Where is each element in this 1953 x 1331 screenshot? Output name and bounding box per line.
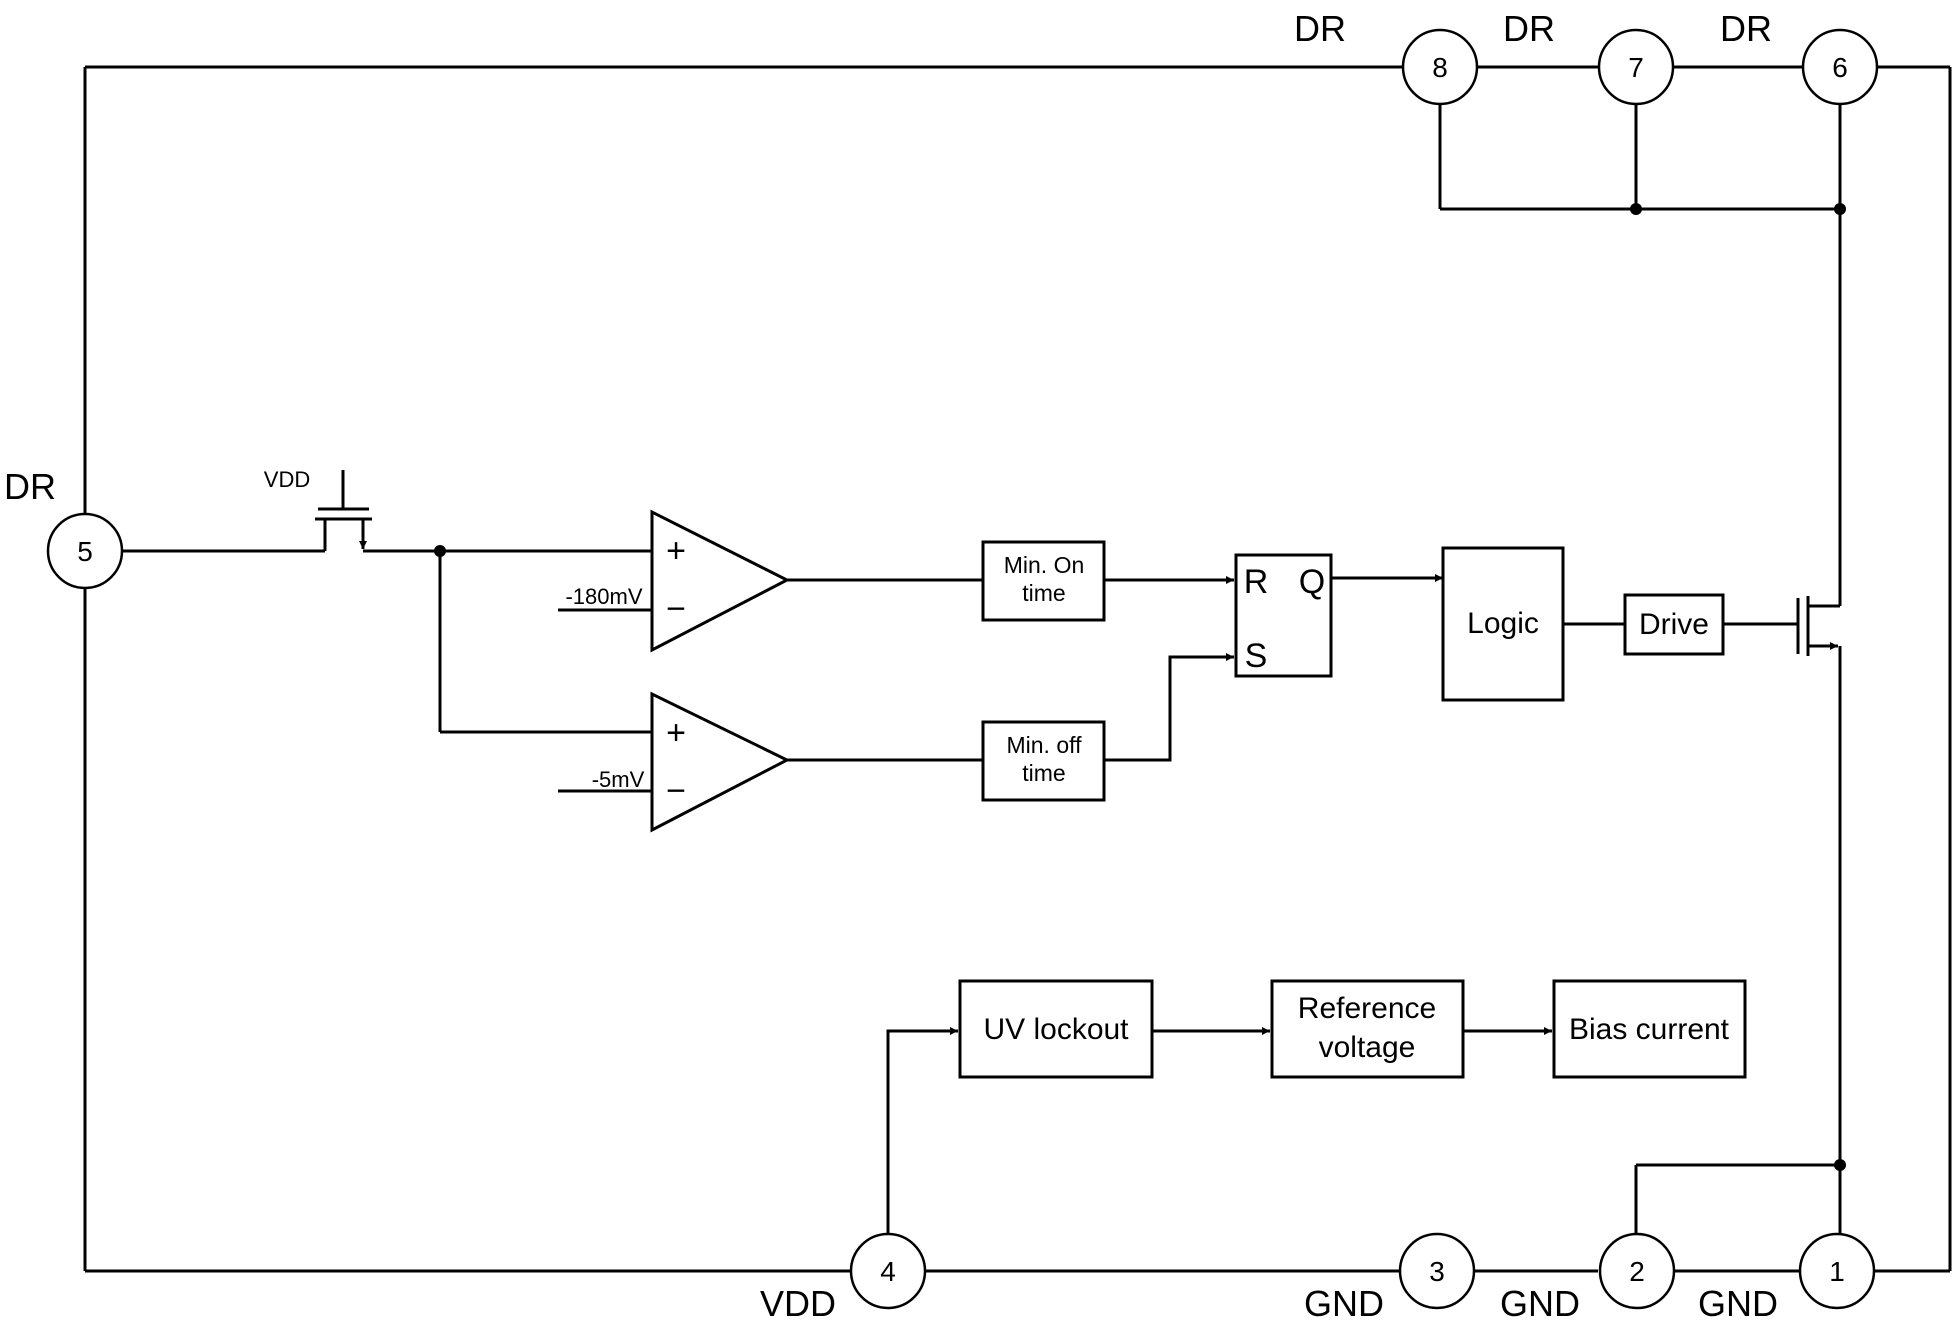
pin-2: 2 GND	[1500, 1232, 1676, 1324]
pin-3-number: 3	[1429, 1256, 1445, 1287]
pin-4: 4 VDD	[760, 1232, 927, 1324]
drive-label: Drive	[1639, 608, 1709, 641]
reference-line2: voltage	[1319, 1031, 1416, 1064]
signal-wires	[787, 574, 1625, 1234]
flipflop-q-label: Q	[1299, 563, 1325, 601]
rs-flipflop-block: R Q S	[1234, 553, 1333, 678]
flipflop-r-label: R	[1244, 563, 1269, 601]
pin-6: 6 DR	[1720, 8, 1879, 106]
pin-7-label: DR	[1503, 8, 1555, 49]
pin-1-label: GND	[1698, 1283, 1778, 1324]
comparator-2-minus: −	[666, 772, 686, 810]
pin-2-label: GND	[1500, 1283, 1580, 1324]
pin-7-number: 7	[1628, 52, 1644, 83]
pin-8-label: DR	[1294, 8, 1346, 49]
comparator-1-plus: +	[666, 532, 686, 570]
ground-tie	[1634, 1159, 1846, 1234]
min-on-time-block: Min. On time	[981, 540, 1106, 622]
pin-6-number: 6	[1832, 52, 1848, 83]
comparator-2: + − -5mV	[592, 691, 791, 833]
pin-5-label: DR	[4, 466, 56, 507]
pin-1-number: 1	[1829, 1256, 1845, 1287]
pin-1: 1 GND	[1698, 1232, 1876, 1324]
logic-label: Logic	[1467, 607, 1539, 640]
reference-voltage-block: Reference voltage	[1270, 979, 1465, 1079]
pin-5-number: 5	[77, 536, 93, 567]
pin-2-number: 2	[1629, 1256, 1645, 1287]
power-mosfet-symbol	[1723, 596, 1842, 1234]
switch-vdd-label: VDD	[264, 467, 310, 492]
logic-block: Logic	[1441, 546, 1565, 702]
pin-7: 7 DR	[1503, 8, 1675, 106]
pin-6-label: DR	[1720, 8, 1772, 49]
comparator-inputs	[434, 545, 652, 793]
bias-current-block: Bias current	[1552, 979, 1747, 1079]
junction-dot	[1834, 1159, 1846, 1171]
junction-dot	[1630, 203, 1642, 215]
min-on-line2: time	[1022, 580, 1065, 606]
threshold-180mv-label: -180mV	[565, 584, 642, 609]
pin-3-label: GND	[1304, 1283, 1384, 1324]
drive-block: Drive	[1623, 593, 1725, 656]
sense-switch-symbol: VDD	[122, 467, 440, 553]
threshold-5mv-label: -5mV	[592, 767, 645, 792]
reference-line1: Reference	[1298, 992, 1436, 1025]
drain-bus	[1438, 104, 1846, 606]
bias-current-label: Bias current	[1569, 1013, 1730, 1046]
comparator-1: + − -180mV	[565, 509, 791, 653]
pin-5: 5 DR	[4, 466, 124, 590]
pin-8-number: 8	[1432, 52, 1448, 83]
flipflop-s-label: S	[1245, 637, 1268, 675]
pin-3: 3 GND	[1304, 1232, 1476, 1324]
comparator-1-minus: −	[666, 590, 686, 628]
uv-lockout-block: UV lockout	[958, 979, 1154, 1079]
min-on-line1: Min. On	[1004, 552, 1085, 578]
pin-4-number: 4	[880, 1256, 896, 1287]
pin-8: 8 DR	[1294, 8, 1479, 106]
uv-lockout-label: UV lockout	[983, 1013, 1129, 1046]
min-off-line1: Min. off	[1007, 732, 1083, 758]
package-outline	[83, 65, 1952, 1273]
comparator-2-plus: +	[666, 714, 686, 752]
min-off-time-block: Min. off time	[981, 720, 1106, 802]
min-off-line2: time	[1022, 760, 1065, 786]
pin-4-label: VDD	[760, 1283, 836, 1324]
